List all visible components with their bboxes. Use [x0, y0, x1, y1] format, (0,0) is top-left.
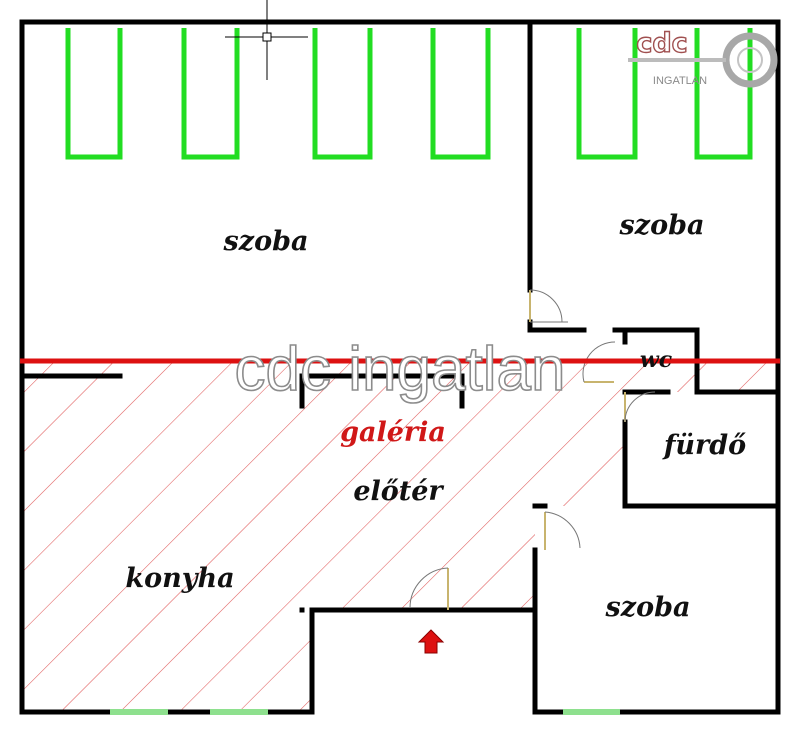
room-label-eloter: előtér [353, 476, 444, 507]
crosshair-icon [225, 0, 308, 80]
door-entrance [409, 567, 449, 610]
logo: cdc INGATLAN [628, 27, 778, 88]
room-label-szoba-top-right: szoba [619, 210, 705, 241]
key-logo-icon [628, 32, 778, 88]
room-label-szoba-bottom-right: szoba [605, 592, 691, 623]
room-label-furdo: fürdő [662, 430, 746, 461]
radiators [65, 28, 753, 160]
gallery-rail [299, 373, 465, 409]
gallery-label: galéria [340, 417, 446, 448]
entrance-arrow-icon [417, 629, 445, 654]
radiator [430, 28, 491, 160]
door-furdo [624, 391, 656, 423]
door-szoba-bottom-right [544, 511, 581, 550]
logo-brand: cdc [636, 28, 687, 59]
interior-wall [622, 419, 781, 509]
logo-subtitle: INGATLAN [653, 75, 707, 87]
doors [409, 289, 656, 610]
room-label-szoba-top-left: szoba [223, 226, 309, 257]
watermark: cdc ingatlan [235, 335, 566, 404]
radiator [312, 28, 373, 160]
room-label-wc: wc [640, 347, 673, 373]
interior-wall [527, 319, 587, 333]
room-label-konyha: konyha [125, 563, 234, 594]
door-szoba-top-right [529, 289, 568, 323]
radiator [181, 28, 240, 160]
door-wc [582, 341, 616, 383]
radiator [65, 28, 123, 160]
radiator [694, 28, 753, 160]
radiator [576, 28, 638, 160]
